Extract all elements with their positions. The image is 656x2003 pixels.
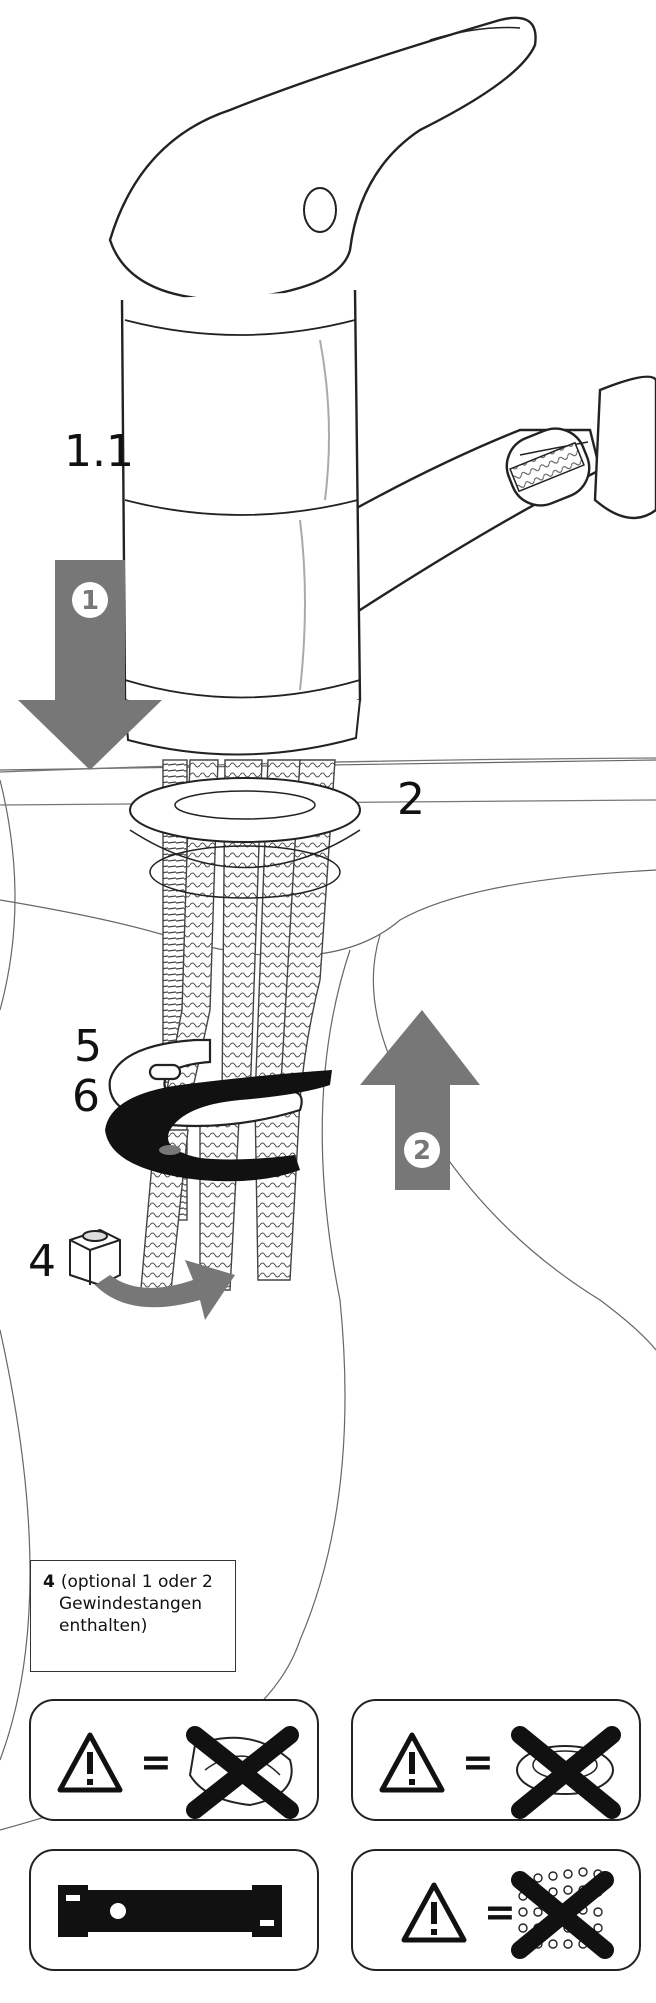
hoses [139, 759, 336, 1301]
arrow-step-2 [360, 1010, 480, 1190]
svg-text:=: = [484, 1890, 516, 1934]
nut-4 [69, 1228, 121, 1287]
note-line-2: Gewindestangen [59, 1594, 203, 1614]
crossed-cloth-icon [186, 1726, 299, 1819]
svg-text:=: = [462, 1740, 494, 1784]
label-part-4: 4 [28, 1236, 56, 1287]
note-line-3: enthalten) [59, 1616, 148, 1636]
crossed-sponge-icon [511, 1726, 621, 1819]
label-part-5: 5 [74, 1021, 102, 1072]
label-part-2: 2 [397, 774, 425, 825]
wrench-icon [58, 1885, 282, 1937]
step-2-number: 2 [413, 1136, 431, 1166]
equals-sign: = = = [140, 1740, 516, 1934]
arrow-step-1 [18, 560, 162, 770]
crossed-water-drops-icon [511, 1867, 614, 1959]
faucet [108, 16, 656, 756]
note-text-1: (optional 1 oder 2 [60, 1572, 213, 1592]
label-part-1-1: 1.1 [64, 426, 134, 477]
svg-text:=: = [140, 1740, 172, 1784]
label-part-6: 6 [72, 1071, 100, 1122]
note-box: 4(optional 1 oder 2 Gewindestangen entha… [30, 1560, 236, 1672]
step-1-number: 1 [81, 586, 99, 616]
note-line-1: 4(optional 1 oder 2 [43, 1571, 223, 1593]
warning-exclamation [87, 1752, 437, 1935]
washer-2 [129, 777, 361, 899]
rotate-arrow [95, 1260, 235, 1320]
horseshoe-6 [105, 1070, 332, 1182]
note-number: 4 [43, 1572, 55, 1592]
